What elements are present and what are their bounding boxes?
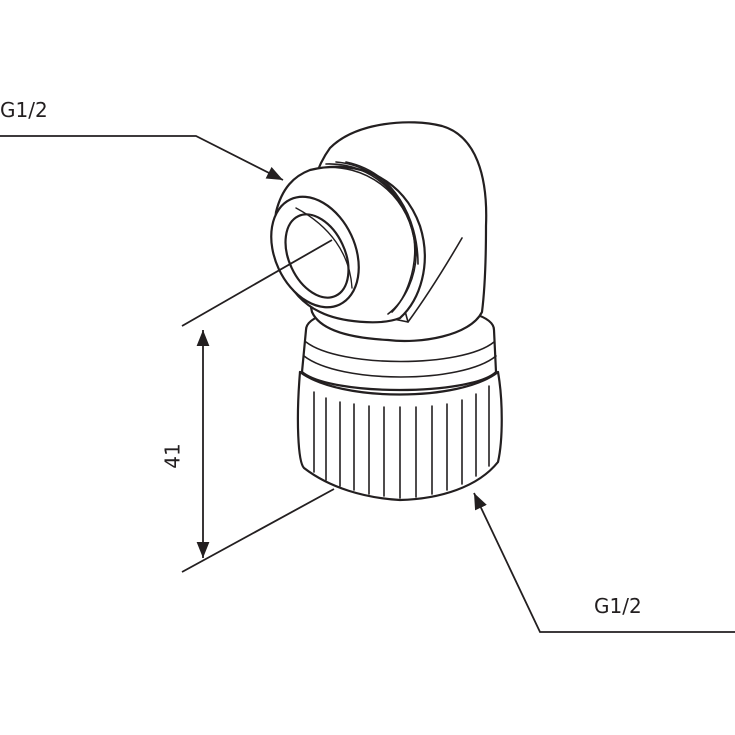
- extension-line-bottom: [181, 488, 335, 573]
- callout-label-top: G1/2: [0, 98, 48, 122]
- annotations: [0, 135, 735, 633]
- threaded-outlet: [270, 161, 426, 324]
- callout-label-bottom: G1/2: [594, 594, 642, 618]
- extension-line-top: [181, 239, 333, 327]
- dimension-label: 41: [160, 443, 185, 469]
- union-nut: [296, 370, 503, 502]
- callout-leader-top: [0, 135, 284, 181]
- callout-leader-bottom: [473, 492, 735, 633]
